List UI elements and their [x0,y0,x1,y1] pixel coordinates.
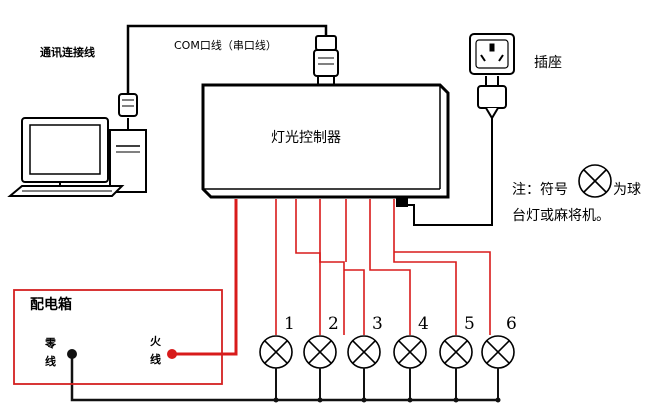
distribution-box [13,289,223,385]
neutral-bus-line [70,354,498,402]
socket-icon [469,33,515,75]
live-label-2: 线 [150,353,161,366]
lamp-number-label: 2 [328,314,339,334]
note-line2: 台灯或麻将机。 [512,208,610,224]
live-terminal [167,349,177,359]
output-wires [275,199,491,335]
comm-cable-label: 通讯连接线 [40,46,95,59]
power-cord-line [400,118,493,226]
com-cable-line [126,24,328,94]
computer-icon [7,117,147,197]
lamp-number-label: 5 [464,314,475,334]
neutral-label-2: 线 [45,355,56,368]
controller-power-port [396,197,408,207]
live-wire-line [172,199,238,356]
lamp-3-icon [347,335,381,403]
live-label-1: 火 [150,335,161,348]
note-prefix: 注：符号 [512,182,568,198]
comm-cable-plug-icon [118,93,138,117]
note-suffix: 为球 [613,182,641,198]
lamp-number-label: 1 [284,314,295,334]
lamp-number-label: 4 [418,314,429,334]
socket-label: 插座 [534,55,562,71]
controller-label: 灯光控制器 [271,130,341,146]
lamp-1-icon [259,335,293,403]
lamp-symbol-icon [578,164,612,198]
lamp-2-icon [303,335,337,403]
com-cable-label: COM口线（串口线） [174,39,277,52]
lamp-number-label: 3 [372,314,383,334]
controller-box [201,83,450,199]
lamp-4-icon [393,335,427,403]
lamp-6-icon [481,335,515,403]
distribution-box-label: 配电箱 [30,297,72,313]
neutral-label-1: 零 [45,337,56,350]
lamps-group [259,335,515,403]
power-plug-icon [477,76,507,120]
lamp-5-icon [439,335,473,403]
lamp-number-label: 6 [506,314,517,334]
neutral-terminal [67,349,77,359]
com-plug-icon [313,35,339,87]
